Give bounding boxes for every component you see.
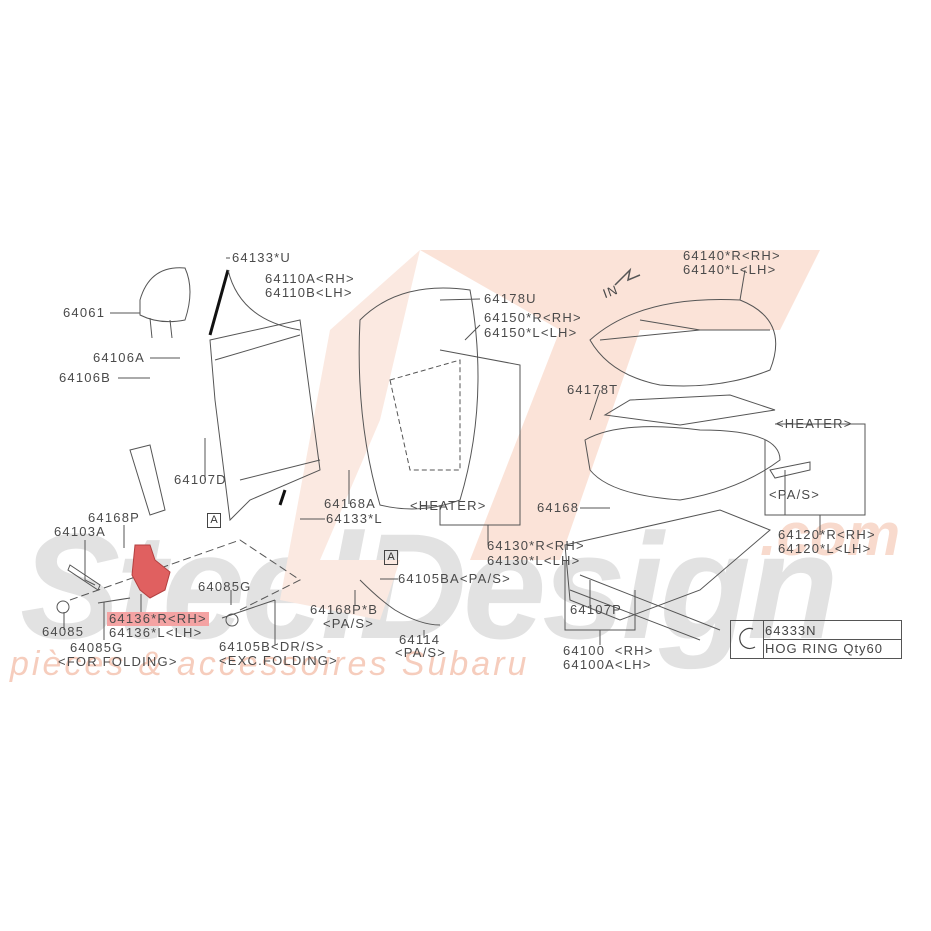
watermark-tagline: pièces & accessoires Subaru xyxy=(10,645,530,683)
label-pas-2: <PA/S> xyxy=(395,645,447,660)
reference-box-a-2: A xyxy=(384,550,398,565)
label-64136r-highlighted[interactable]: 64136*R<RH> xyxy=(107,611,209,626)
label-64178u[interactable]: 64178U xyxy=(484,291,537,306)
label-64168pb[interactable]: 64168P*B xyxy=(310,602,379,617)
label-64100[interactable]: 64100 <RH> xyxy=(563,643,654,658)
label-exc-folding: <EXC.FOLDING> xyxy=(219,653,338,668)
label-64106a[interactable]: 64106A xyxy=(93,350,146,365)
label-64105ba[interactable]: 64105BA<PA/S> xyxy=(398,571,511,586)
label-64085[interactable]: 64085 xyxy=(42,624,85,639)
label-64168[interactable]: 64168 xyxy=(537,500,580,515)
label-64103a[interactable]: 64103A xyxy=(54,524,107,539)
hog-ring-icon xyxy=(731,621,764,658)
label-pas-3: <PA/S> xyxy=(769,487,821,502)
label-pas-1: <PA/S> xyxy=(323,616,375,631)
label-64130l[interactable]: 64130*L<LH> xyxy=(487,553,581,568)
label-for-folding: <FOR FOLDING> xyxy=(58,654,178,669)
label-64110b[interactable]: 64110B<LH> xyxy=(265,285,353,300)
label-64136l[interactable]: 64136*L<LH> xyxy=(109,625,203,640)
seat-cushion-pad xyxy=(584,426,781,501)
label-64106b[interactable]: 64106B xyxy=(59,370,112,385)
label-64178t[interactable]: 64178T xyxy=(567,382,619,397)
label-64150r[interactable]: 64150*R<RH> xyxy=(484,310,582,325)
reference-box-a: A xyxy=(207,513,221,528)
label-64085g-upper[interactable]: 64085G xyxy=(198,579,252,594)
legend-part-number[interactable]: 64333N xyxy=(765,623,817,638)
label-64100a[interactable]: 64100A<LH> xyxy=(563,657,652,672)
legend-description: HOG RING Qty60 xyxy=(765,641,884,656)
recliner-highlight xyxy=(131,544,171,599)
label-64168a[interactable]: 64168A xyxy=(324,496,377,511)
label-heater-1: <HEATER> xyxy=(410,498,487,513)
label-64130r[interactable]: 64130*R<RH> xyxy=(487,538,585,553)
label-64110a[interactable]: 64110A<RH> xyxy=(265,271,355,286)
label-64114[interactable]: 64114 xyxy=(399,632,441,647)
seatback-frame xyxy=(209,319,321,522)
headrest xyxy=(139,267,191,323)
label-64107d[interactable]: 64107D xyxy=(174,472,227,487)
label-64105b[interactable]: 64105B<DR/S> xyxy=(219,639,325,654)
label-64085g[interactable]: 64085G xyxy=(70,640,124,655)
label-64150l[interactable]: 64150*L<LH> xyxy=(484,325,578,340)
label-heater-2: <HEATER> xyxy=(776,416,853,431)
label-64061[interactable]: 64061 xyxy=(63,305,106,320)
side-airbag xyxy=(129,444,166,516)
heater-mat xyxy=(603,394,776,426)
label-64133l[interactable]: 64133*L xyxy=(326,511,383,526)
label-64120l[interactable]: 64120*L<LH> xyxy=(778,541,872,556)
seat-cushion-cover xyxy=(589,299,777,387)
watermark-suffix: .com xyxy=(760,501,901,568)
label-64133u[interactable]: 64133*U xyxy=(232,250,291,265)
seatback-pad xyxy=(358,287,479,510)
label-64107p[interactable]: 64107P xyxy=(570,602,623,617)
hog-ring-legend: 64333N HOG RING Qty60 xyxy=(730,620,902,659)
label-64140l[interactable]: 64140*L<LH> xyxy=(683,262,777,277)
label-64140r[interactable]: 64140*R<RH> xyxy=(683,248,781,263)
seat-frame-rails xyxy=(564,509,771,621)
label-64120r[interactable]: 64120*R<RH> xyxy=(778,527,876,542)
label-64168p[interactable]: 64168P xyxy=(88,510,141,525)
